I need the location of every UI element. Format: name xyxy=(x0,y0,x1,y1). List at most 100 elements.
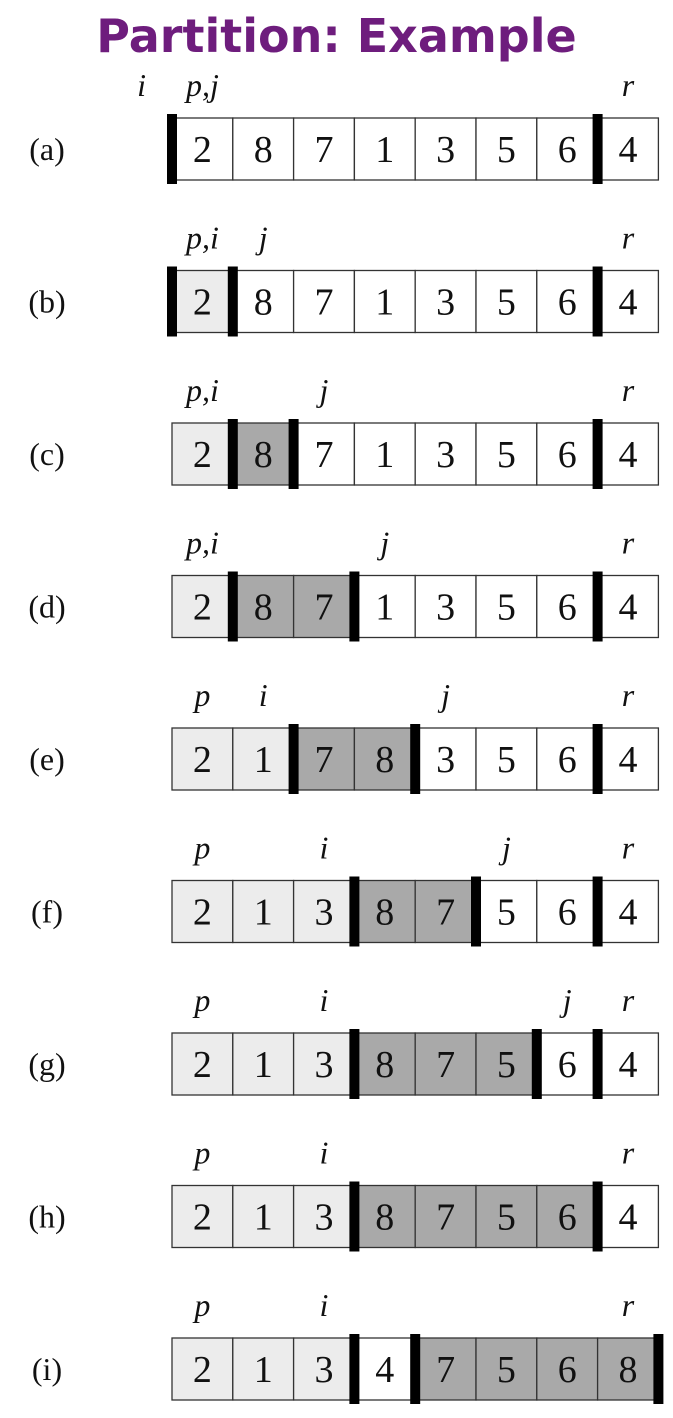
array-cell xyxy=(414,269,477,334)
cell-value: 2 xyxy=(193,434,212,476)
pointer-label: r xyxy=(622,67,635,103)
cell-value: 1 xyxy=(375,434,394,476)
array-cell xyxy=(292,117,356,181)
partition-divider xyxy=(167,266,177,337)
partition-divider xyxy=(471,876,481,947)
array-cell xyxy=(414,879,477,944)
pointer-label: i xyxy=(137,67,146,103)
array-cell xyxy=(414,1337,477,1401)
cell-value: 7 xyxy=(436,892,455,934)
cell-value: 7 xyxy=(315,434,334,476)
array-cell xyxy=(596,1337,660,1401)
cell-value: 3 xyxy=(436,739,455,781)
cell-value: 7 xyxy=(436,1197,455,1239)
cell-value: 3 xyxy=(436,587,455,629)
cell-value: 2 xyxy=(193,892,212,934)
array-cell xyxy=(232,574,295,639)
array-cell xyxy=(414,422,477,486)
pointer-label: r xyxy=(622,677,635,713)
cell-value: 3 xyxy=(315,1197,334,1239)
array-cell xyxy=(171,1184,234,1249)
cell-value: 5 xyxy=(497,1044,516,1086)
cell-value: 6 xyxy=(558,587,577,629)
array-cell xyxy=(232,1337,295,1401)
array-cell xyxy=(353,879,416,944)
pointer-label: p xyxy=(192,982,210,1018)
array-cell xyxy=(596,269,660,334)
cell-value: 8 xyxy=(619,1349,638,1391)
cell-value: 6 xyxy=(558,739,577,781)
cell-value: 6 xyxy=(558,1197,577,1239)
pointer-label: p xyxy=(192,1135,210,1171)
cell-value: 8 xyxy=(375,739,394,781)
cell-value: 6 xyxy=(558,1349,577,1391)
cell-value: 5 xyxy=(497,1349,516,1391)
cell-value: 7 xyxy=(315,129,334,171)
cell-value: 6 xyxy=(558,282,577,324)
pointer-label: i xyxy=(320,830,329,866)
cell-value: 2 xyxy=(193,282,212,324)
cell-value: 1 xyxy=(254,892,273,934)
pointer-label: r xyxy=(622,525,635,561)
partition-divider xyxy=(410,724,421,794)
array-cell xyxy=(475,1032,538,1096)
cell-value: 3 xyxy=(315,892,334,934)
array-cell xyxy=(536,1184,599,1249)
array-cell xyxy=(596,1032,660,1096)
cell-value: 6 xyxy=(558,129,577,171)
pointer-label: r xyxy=(622,982,635,1018)
partition-divider xyxy=(592,724,603,794)
array-cell xyxy=(536,1337,599,1401)
cell-value: 2 xyxy=(193,1349,212,1391)
partition-divider xyxy=(653,1334,664,1404)
pointer-label: r xyxy=(622,830,635,866)
cell-value: 3 xyxy=(436,434,455,476)
cell-value: 4 xyxy=(619,739,638,781)
cell-value: 5 xyxy=(497,739,516,781)
row-label: (d) xyxy=(28,589,65,625)
cell-value: 5 xyxy=(497,434,516,476)
cell-value: 4 xyxy=(375,1349,394,1391)
cell-value: 7 xyxy=(436,1349,455,1391)
partition-divider xyxy=(592,1181,603,1252)
pointer-label: j xyxy=(498,830,511,866)
partition-divider xyxy=(288,419,299,489)
cell-value: 4 xyxy=(619,282,638,324)
cell-value: 4 xyxy=(619,1044,638,1086)
row-label: (i) xyxy=(32,1351,62,1387)
pointer-label: p,i xyxy=(184,220,219,256)
cell-value: 6 xyxy=(558,1044,577,1086)
array-cell xyxy=(171,1337,234,1401)
cell-value: 8 xyxy=(254,434,273,476)
partition-divider xyxy=(167,114,177,184)
array-cell xyxy=(292,727,356,791)
array-cell xyxy=(536,269,599,334)
cell-value: 8 xyxy=(375,1197,394,1239)
array-cell xyxy=(414,1032,477,1096)
partition-divider xyxy=(592,419,603,489)
cell-value: 8 xyxy=(375,1044,394,1086)
cell-value: 3 xyxy=(436,282,455,324)
cell-value: 3 xyxy=(436,129,455,171)
cell-value: 6 xyxy=(558,892,577,934)
pointer-label: i xyxy=(320,1135,329,1171)
array-cell xyxy=(292,1032,356,1096)
cell-value: 3 xyxy=(315,1044,334,1086)
cell-value: 5 xyxy=(497,282,516,324)
cell-value: 1 xyxy=(375,282,394,324)
pointer-label: p,i xyxy=(184,525,219,561)
array-cell xyxy=(171,1032,234,1096)
pointer-label: j xyxy=(376,525,389,561)
row-label: (c) xyxy=(29,436,65,472)
array-cell xyxy=(475,1184,538,1249)
array-cell xyxy=(353,117,416,181)
array-cell xyxy=(414,727,477,791)
pointer-label: j xyxy=(559,982,572,1018)
array-cell xyxy=(353,269,416,334)
array-cell xyxy=(596,727,660,791)
cell-value: 4 xyxy=(619,129,638,171)
cell-value: 4 xyxy=(619,892,638,934)
pointer-label: i xyxy=(320,982,329,1018)
